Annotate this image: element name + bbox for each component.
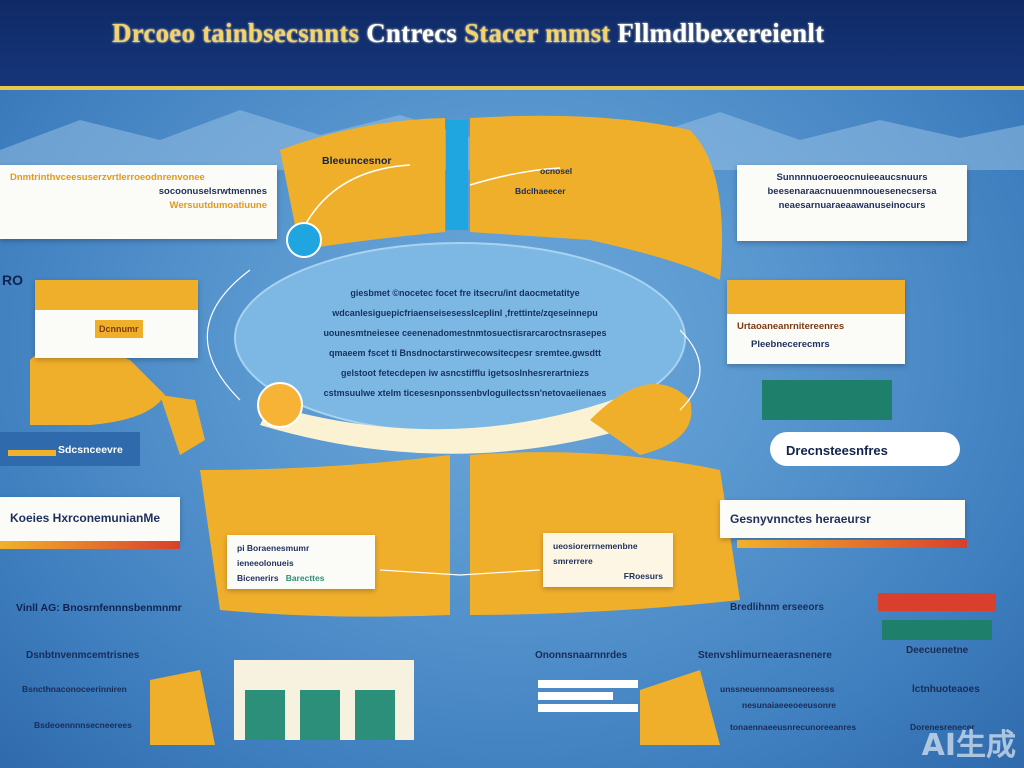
bottom-label-13: Dorenesrenecer	[910, 722, 975, 732]
top-center-left-label: Bleeuncesnor	[322, 155, 392, 167]
page-header: Drcoeo tainbsecsnnts Cntrecs Stacer mmst…	[0, 0, 1024, 90]
green-block-bottom-right	[882, 620, 992, 640]
mid-left-card: Dcnnumr	[35, 280, 198, 358]
bottom-label-7: Bredlihnm erseeors	[730, 602, 824, 613]
red-block-bottom-right	[878, 593, 996, 611]
bottom-label-12: tonaennaeeusnrecunoreeanres	[730, 722, 857, 732]
bottom-label-11: nesunaiaeeeoeeusonre	[742, 700, 837, 710]
mid-left-fragment: RO	[2, 272, 23, 288]
green-block-right	[762, 380, 892, 420]
bottom-label-10: unssneuennoamsneoreesss	[720, 684, 835, 694]
orange-blob-mid-left	[30, 345, 165, 425]
bottom-center-device	[538, 680, 638, 720]
page-title: Drcoeo tainbsecsnnts Cntrecs Stacer mmst…	[112, 18, 825, 48]
bottom-label-6: Stenvshlimurneaerasnenere	[698, 650, 832, 661]
lower-center-right-card: ueosiorerrnemenbne smrerrere FRoesurs	[543, 533, 673, 587]
mid-left-button[interactable]: Dcnnumr	[95, 320, 143, 338]
bottom-label-8: Deecuenetne	[906, 645, 969, 656]
lower-left-stripe	[0, 541, 180, 549]
top-right-card: Sunnnnuoeroeocnuieeaucsnuurs beesenaraac…	[737, 165, 967, 241]
right-label-pill	[770, 432, 960, 466]
center-description: giesbmet ©nocetec focet fre itsecru/int …	[323, 288, 607, 398]
bottom-label-4: Bsdeoennnnsecneerees	[34, 720, 132, 730]
orange-bit-bottom-right	[640, 670, 720, 745]
ellipse-highlight	[260, 390, 655, 454]
bottom-label-2: Dsnbtnvenmcemtrisnes	[26, 650, 140, 661]
lower-right-stripe	[737, 540, 967, 548]
ai-watermark: AI生成	[921, 728, 1016, 763]
left-label-bar	[0, 432, 140, 466]
lower-right-card: Gesnyvnnctes heraeursr	[720, 500, 965, 538]
orange-arc-top-left	[280, 118, 445, 250]
blue-circle-marker	[286, 222, 322, 258]
orange-tab-mid-left	[160, 395, 205, 455]
bottom-label-5: Ononnsnaarnnrdes	[535, 650, 628, 661]
orange-arc-top-right	[470, 115, 722, 280]
lower-center-left-card: pi Boraenesmumr ieneeolonueis Bicenerirs…	[227, 535, 375, 589]
blue-pillar	[446, 120, 468, 230]
bottom-label-1: Vinll AG: Bnosrnfennnsbenmnmr	[16, 602, 182, 614]
bottom-label-9: lctnhuoteaoes	[912, 684, 980, 695]
orange-blob-mid-right	[590, 384, 692, 455]
right-label: Drecnsteesnfres	[786, 443, 888, 458]
orange-bit-bottom-left	[150, 670, 215, 745]
top-center-right-label-1: ocnosel	[540, 166, 573, 176]
top-center-right-label-2: Bdclhaeecer	[515, 186, 566, 196]
lower-left-card: Koeies HxrconemunianMe	[0, 497, 180, 541]
orange-circle-marker	[257, 382, 303, 428]
bottom-label-3: Bsncthnaconoceerinniren	[22, 684, 127, 694]
top-left-card: Dnmtrinthvceesuserzvrtlerroeodnrenvonee …	[0, 165, 277, 239]
left-label: Sdcsnceevre	[58, 444, 123, 456]
mid-right-card: Urtaoaneanrnitereenres Pleebnecerecmrs	[727, 280, 905, 364]
